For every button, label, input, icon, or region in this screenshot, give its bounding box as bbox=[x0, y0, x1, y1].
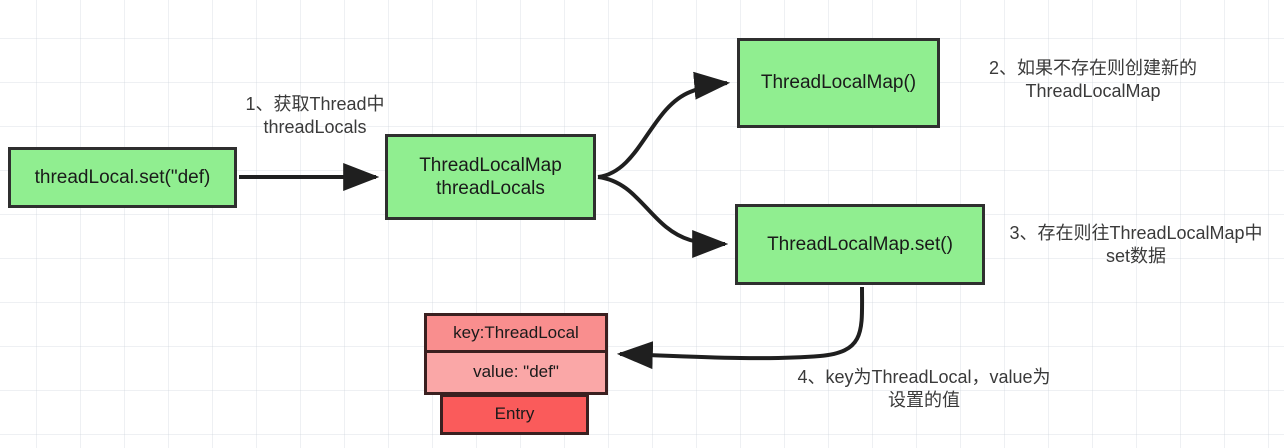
node-entry-title[interactable]: Entry bbox=[440, 394, 589, 435]
node-threadlocalmap-set[interactable]: ThreadLocalMap.set() bbox=[735, 204, 985, 285]
node-entry-value-label: value: "def" bbox=[473, 362, 559, 382]
node-threadlocalmap-constructor-label: ThreadLocalMap() bbox=[760, 72, 917, 94]
node-threadlocals[interactable]: ThreadLocalMap threadLocals bbox=[385, 134, 596, 220]
edge-threadlocals-to-ctor bbox=[597, 71, 731, 179]
node-threadlocals-line1: ThreadLocalMap bbox=[419, 154, 562, 176]
step-3-label: 3、存在则往ThreadLocalMap中 set数据 bbox=[1009, 223, 1263, 267]
edge-set-to-entry bbox=[616, 286, 865, 370]
node-threadlocals-line2: threadLocals bbox=[436, 178, 545, 199]
step-1-label: 1、获取Thread中 threadLocals bbox=[245, 94, 385, 138]
edge-threadlocals-to-set bbox=[597, 175, 729, 258]
step-4-label: 4、key为ThreadLocal，value为 设置的值 bbox=[797, 367, 1051, 411]
node-entry-title-label: Entry bbox=[494, 404, 535, 424]
node-entry-key-row[interactable]: key:ThreadLocal bbox=[424, 313, 608, 353]
node-entry-value-row[interactable]: value: "def" bbox=[424, 353, 608, 395]
step-2-label: 2、如果不存在则创建新的 ThreadLocalMap bbox=[988, 58, 1197, 102]
node-threadlocal-set[interactable]: threadLocal.set("def) bbox=[8, 147, 237, 208]
node-threadlocal-set-label: threadLocal.set("def) bbox=[34, 166, 211, 188]
node-threadlocals-label: ThreadLocalMap threadLocals bbox=[419, 154, 562, 200]
node-threadlocalmap-set-label: ThreadLocalMap.set() bbox=[767, 233, 953, 255]
node-threadlocalmap-constructor[interactable]: ThreadLocalMap() bbox=[737, 38, 940, 128]
node-entry-key-label: key:ThreadLocal bbox=[453, 322, 579, 342]
